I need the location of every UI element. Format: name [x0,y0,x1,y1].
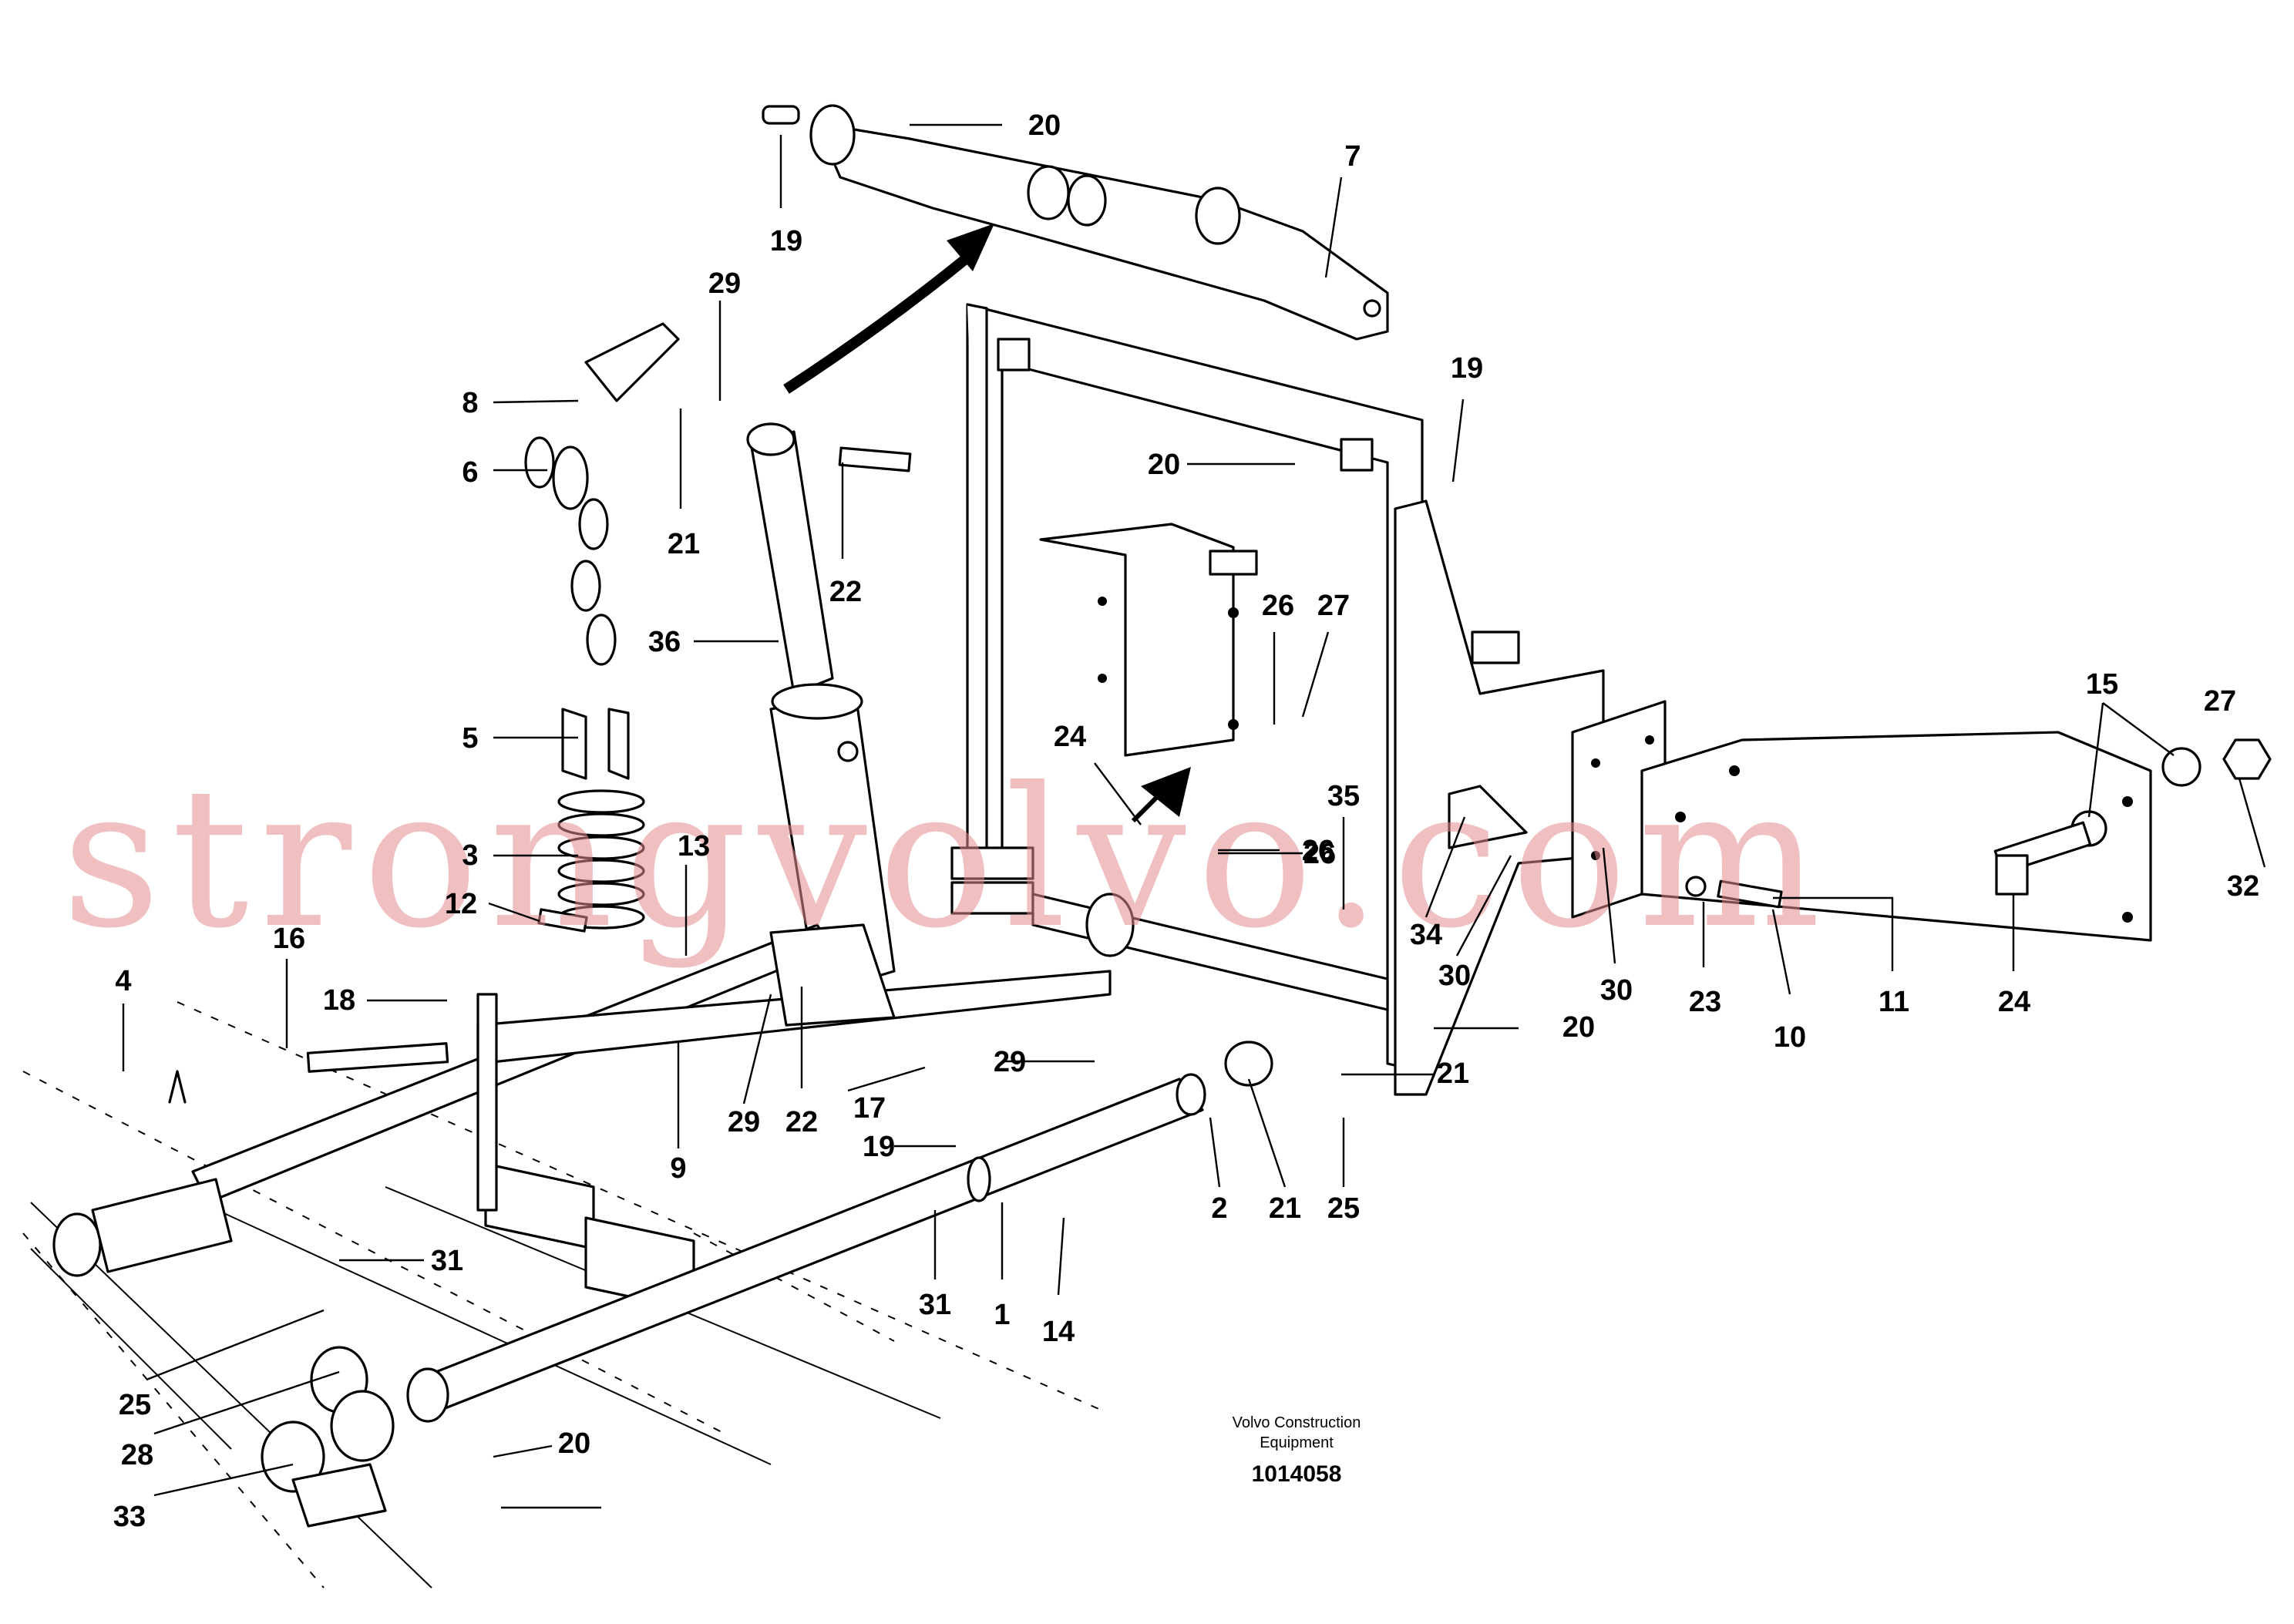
callout-label: 20 [558,1427,590,1460]
callout-label: 23 [1689,986,1721,1018]
callout-label: 26 [1302,835,1334,867]
callout-label: 25 [119,1389,151,1421]
assembly-arrow [783,224,1191,823]
callout-label: 4 [115,965,131,997]
callout-label: 5 [462,722,478,755]
callout-label: 31 [919,1289,951,1321]
callout-label: 1 [994,1299,1010,1331]
callout-label: 29 [708,267,741,300]
mounting-frame [950,303,1424,1073]
callout-label: 19 [863,1131,895,1163]
callout-label: 18 [323,984,355,1017]
callout-label: 2 [1211,1192,1227,1225]
caption: Volvo Construction Equipment 1014058 [1233,1414,1361,1487]
callout-label: 27 [1317,590,1350,622]
callout-label: 17 [853,1092,886,1125]
callout-label: 12 [445,888,477,920]
chain-assembly [524,322,680,933]
top-link-part [762,104,1389,341]
caption-line-1: Volvo Construction [1233,1414,1361,1431]
callout-label: 9 [670,1152,686,1185]
cross-shaft [261,1041,1273,1528]
watermark: strongvolvo.com [62,746,1832,970]
callout-label: 3 [462,839,478,872]
callout-label: 36 [648,626,681,658]
callout-label: 29 [994,1046,1026,1078]
callout-label: 22 [829,576,862,608]
spring [557,789,645,930]
hydraulic-cylinder [746,422,912,996]
callout-label: 13 [678,830,710,862]
callout-label: 21 [1437,1057,1469,1090]
callout-label: 19 [1451,352,1483,385]
callout-label: 30 [1600,974,1633,1007]
callout-label: 30 [1438,960,1471,992]
right-plate [1640,731,2272,942]
callout-label: 11 [1879,986,1909,1018]
leader-lines [122,123,2266,1509]
callout-label: 29 [728,1106,760,1138]
callout-label: 20 [1028,109,1061,142]
callout-label: 14 [1042,1316,1075,1348]
callout-label: 26 [1262,590,1294,622]
callout-label: 10 [1774,1021,1806,1054]
callout-label: 24 [1998,986,2030,1018]
callout-label: 35 [1327,780,1360,812]
callout-label: 6 [462,456,478,489]
callout-label: 7 [1344,140,1361,173]
callout-label: 33 [113,1501,146,1533]
callout-labels: 20 7 19 29 8 6 21 22 36 19 20 26 27 24 2… [113,109,2259,1533]
callout-label: 24 [1054,721,1086,753]
callout-label: 15 [2086,668,2118,701]
callout-label: 20 [1148,449,1180,481]
callout-label: 31 [431,1245,463,1277]
callout-label: 34 [1410,919,1442,951]
callout-label: 19 [770,225,802,257]
callout-label: 21 [1269,1192,1301,1225]
callout-label: 25 [1327,1192,1360,1225]
callout-label: 16 [273,923,305,955]
callout-label: 22 [785,1106,818,1138]
callout-label: 28 [121,1439,153,1471]
callout-label: 20 [1562,1011,1595,1044]
callout-label: 8 [462,387,478,419]
callout-label: 32 [2227,870,2259,903]
callout-label: 26 [1303,838,1336,870]
callout-label: 21 [668,528,700,560]
drawing-number: 1014058 [1252,1461,1342,1487]
callout-label: 27 [2204,685,2236,718]
caption-line-2: Equipment [1260,1434,1334,1451]
